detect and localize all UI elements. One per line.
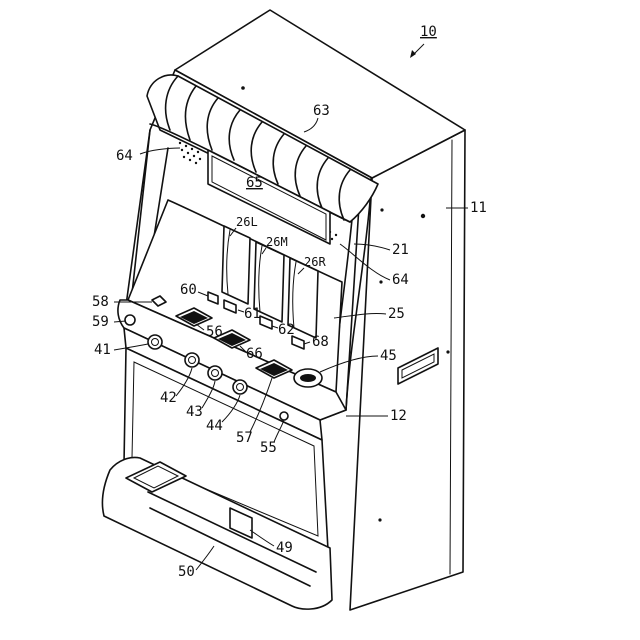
label-11: 11 xyxy=(470,200,487,216)
label-62: 62 xyxy=(278,322,295,338)
label-64a: 64 xyxy=(116,148,133,164)
label-68: 68 xyxy=(312,334,329,350)
label-64b: 64 xyxy=(392,272,409,288)
stop-button-44[interactable] xyxy=(233,380,247,394)
label-10: 10 xyxy=(420,24,437,40)
label-63: 63 xyxy=(313,103,330,119)
label-26L: 26L xyxy=(236,215,258,229)
label-25: 25 xyxy=(388,306,405,322)
label-61: 61 xyxy=(244,306,261,322)
label-59: 59 xyxy=(92,314,109,330)
label-55: 55 xyxy=(260,440,277,456)
label-41: 41 xyxy=(94,342,111,358)
label-26M: 26M xyxy=(266,235,288,249)
button-55[interactable] xyxy=(280,412,288,420)
medal-insert-45[interactable] xyxy=(294,369,322,387)
label-12: 12 xyxy=(390,408,407,424)
label-26R: 26R xyxy=(304,255,326,269)
label-66: 66 xyxy=(246,346,263,362)
label-45: 45 xyxy=(380,348,397,364)
label-42: 42 xyxy=(160,390,177,406)
stop-button-43[interactable] xyxy=(208,366,222,380)
label-56: 56 xyxy=(206,324,223,340)
label-44: 44 xyxy=(206,418,223,434)
start-lever-41[interactable] xyxy=(148,335,162,349)
label-58: 58 xyxy=(92,294,109,310)
stop-button-42[interactable] xyxy=(185,353,199,367)
label-50: 50 xyxy=(178,564,195,580)
label-65: 65 xyxy=(246,175,263,191)
label-49: 49 xyxy=(276,540,293,556)
label-43: 43 xyxy=(186,404,203,420)
label-57: 57 xyxy=(236,430,253,446)
label-60: 60 xyxy=(180,282,197,298)
label-21: 21 xyxy=(392,242,409,258)
knob-59[interactable] xyxy=(125,315,135,325)
